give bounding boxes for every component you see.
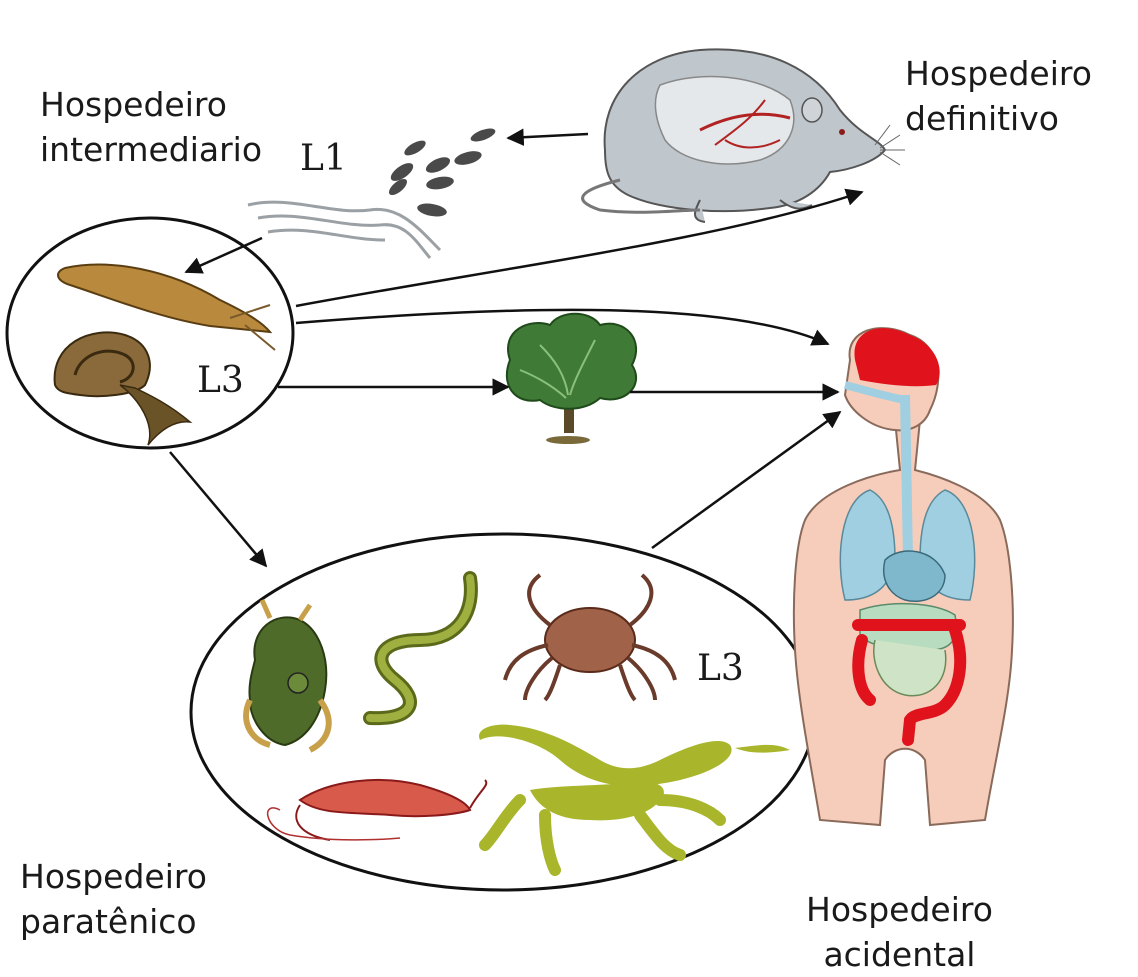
intermediate-host-label-line2: intermediario [40, 128, 262, 173]
definitive-host-label-line2: definitivo [905, 97, 1092, 142]
stage-l1-label: L1 [300, 138, 347, 179]
stage-l3-paratenic-label: L3 [697, 648, 744, 689]
shrimp-icon [268, 780, 487, 840]
intermediate-host-label: Hospedeiro intermediario [40, 83, 262, 172]
worm-icon [370, 578, 471, 718]
rat-icon [583, 49, 905, 222]
accidental-host-label: Hospedeiro acidental [806, 888, 993, 977]
paratenic-host-label-line1: Hospedeiro [20, 855, 207, 900]
frog-icon [246, 600, 329, 750]
paratenic-host-label-line2: paratênico [20, 900, 207, 945]
crab-icon [505, 575, 675, 700]
accidental-host-label-line1: Hospedeiro [806, 888, 993, 933]
arrow-snail-to-paratenic [170, 452, 266, 566]
definitive-host-label-line1: Hospedeiro [905, 52, 1092, 97]
stage-l3-snail-label: L3 [197, 360, 244, 401]
human-icon [794, 328, 1013, 825]
intermediate-host-label-line1: Hospedeiro [40, 83, 262, 128]
lettuce-icon [507, 314, 636, 444]
paratenic-host-label: Hospedeiro paratênico [20, 855, 207, 944]
arrow-l1-to-snail [186, 238, 262, 272]
accidental-host-label-line2: acidental [806, 933, 993, 977]
arrow-rat-to-l1 [508, 134, 588, 138]
lizard-icon [479, 725, 790, 870]
larvae-icon [386, 126, 497, 219]
definitive-host-label: Hospedeiro definitivo [905, 52, 1092, 141]
snail-icon [55, 332, 190, 445]
larvae-wavy-icon [248, 202, 440, 258]
